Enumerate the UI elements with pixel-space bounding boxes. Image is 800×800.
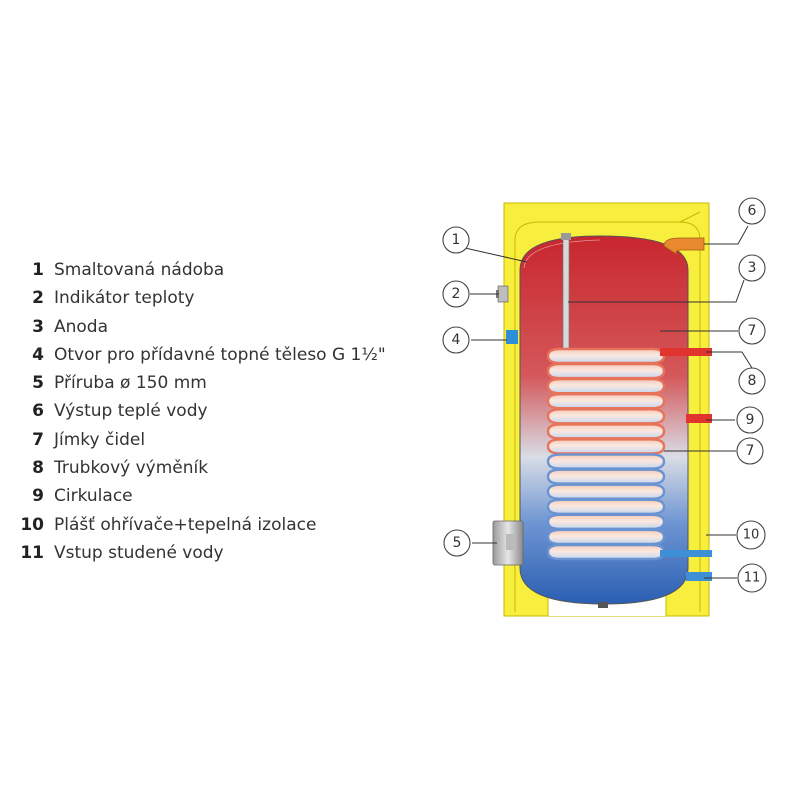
svg-text:5: 5 (453, 535, 462, 551)
callout-6: 6 (738, 197, 766, 225)
legend-item: 9 Cirkulace (14, 486, 394, 514)
callout-4: 4 (442, 326, 470, 354)
svg-text:10: 10 (743, 528, 760, 543)
hot-water-outlet (663, 237, 705, 255)
circulation-pipe (686, 414, 712, 423)
legend-number: 7 (32, 429, 44, 450)
coil-turn (546, 362, 666, 380)
legend-number: 5 (32, 373, 44, 394)
callout-10: 10 (736, 520, 766, 550)
coil-turn (546, 423, 666, 440)
coil-turn (546, 543, 666, 561)
legend-item: 8 Trubkový výměník (14, 458, 394, 486)
flange (492, 520, 524, 566)
svg-text:8: 8 (748, 373, 757, 389)
coil-turn (546, 408, 666, 425)
svg-text:6: 6 (748, 203, 757, 219)
legend-item: 6 Výstup teplé vody (14, 401, 394, 429)
heater-port (506, 330, 518, 344)
legend-item: 10 Plášť ohřívače+tepelná izolace (14, 515, 394, 543)
legend-label: Výstup teplé vody (54, 401, 208, 422)
callout-9: 9 (736, 406, 764, 434)
legend-label: Otvor pro přídavné topné těleso G 1½" (54, 344, 386, 365)
svg-text:2: 2 (452, 286, 461, 302)
legend-label: Vstup studené vody (54, 542, 224, 563)
heat-exchanger-coil (546, 347, 666, 561)
callout-11: 11 (737, 563, 767, 593)
legend-item: 11 Vstup studené vody (14, 543, 394, 571)
legend-item: 5 Příruba ø 150 mm (14, 373, 394, 401)
legend-label: Plášť ohřívače+tepelná izolace (54, 514, 317, 535)
legend-number: 11 (20, 542, 44, 563)
leader-lines (464, 225, 753, 579)
legend-label: Anoda (54, 316, 109, 337)
coil-turn (546, 528, 666, 546)
callout-5: 5 (443, 529, 471, 557)
callout-7a: 7 (738, 317, 766, 345)
legend: 1 Smaltovaná nádoba 2 Indikátor teploty 3 Ano… (14, 260, 394, 571)
coil-turn (546, 498, 666, 515)
legend-label: Cirkulace (54, 486, 133, 507)
coil-turn (546, 438, 666, 455)
svg-text:1: 1 (452, 232, 461, 248)
callout-1: 1 (442, 226, 470, 254)
coil-turn (546, 377, 666, 395)
legend-number: 4 (32, 344, 44, 365)
legend-number: 10 (20, 514, 44, 535)
legend-number: 2 (32, 288, 44, 309)
drain-plug (598, 602, 608, 608)
callout-7b: 7 (736, 437, 764, 465)
legend-number: 1 (32, 260, 44, 280)
legend-item: 3 Anoda (14, 317, 394, 345)
svg-text:3: 3 (748, 260, 757, 276)
legend-label: Indikátor teploty (54, 288, 195, 309)
svg-text:7: 7 (748, 323, 757, 339)
svg-text:4: 4 (452, 332, 461, 348)
legend-number: 6 (32, 401, 44, 422)
svg-text:7: 7 (746, 443, 755, 459)
coil-turn (546, 483, 666, 500)
coil-turn (546, 347, 666, 365)
coil-turn (546, 513, 666, 531)
legend-label: Příruba ø 150 mm (54, 373, 207, 394)
cold-water-inlet-pipe (686, 572, 712, 581)
legend-item: 1 Smaltovaná nádoba (14, 260, 394, 288)
coil-outlet-pipe (660, 550, 712, 557)
legend-item: 2 Indikátor teploty (14, 288, 394, 316)
legend-item: 4 Otvor pro přídavné topné těleso G 1½" (14, 345, 394, 373)
legend-item: 7 Jímky čidel (14, 430, 394, 458)
legend-number: 8 (32, 458, 44, 479)
coil-turn (546, 468, 666, 485)
coil-turn (546, 393, 666, 410)
legend-number: 9 (32, 486, 44, 507)
coil-inlet-pipe (660, 348, 712, 356)
svg-text:11: 11 (744, 571, 761, 586)
legend-label: Smaltovaná nádoba (54, 260, 225, 280)
callout-3: 3 (738, 254, 766, 282)
legend-label: Trubkový výměník (54, 458, 209, 479)
svg-text:9: 9 (746, 412, 755, 428)
legend-number: 3 (32, 316, 44, 337)
callout-8: 8 (738, 367, 766, 395)
legend-label: Jímky čidel (54, 429, 146, 450)
coil-turn (546, 453, 666, 470)
callout-2: 2 (442, 280, 470, 308)
